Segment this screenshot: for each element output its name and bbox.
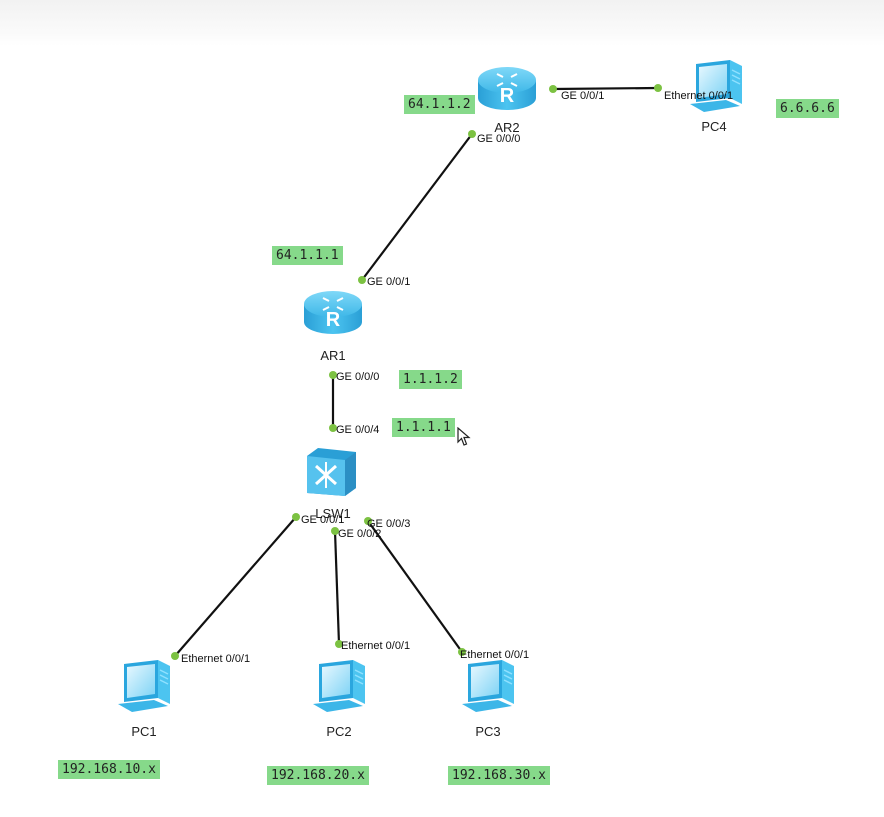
switch-icon (307, 448, 356, 496)
port-label: GE 0/0/1 (301, 514, 344, 526)
port-dot (549, 85, 557, 93)
port-label: Ethernet 0/0/1 (181, 653, 250, 665)
pc-icon (117, 659, 171, 713)
port-label: Ethernet 0/0/1 (460, 649, 529, 661)
port-dot (292, 513, 300, 521)
pc-icon (312, 659, 366, 713)
link-ar1-ar2[interactable] (361, 133, 473, 281)
port-label: GE 0/0/0 (477, 133, 520, 145)
pc-pc3[interactable]: PC3 (461, 659, 515, 739)
ip-tag-pc2[interactable]: 192.168.20.x (267, 766, 369, 785)
link-lsw1-pc1[interactable] (174, 516, 297, 657)
ip-tag-pc3[interactable]: 192.168.30.x (448, 766, 550, 785)
device-label-pc2: PC2 (326, 724, 351, 739)
link-ar2-pc4[interactable] (552, 86, 659, 91)
mouse-pointer-icon (457, 427, 471, 446)
port-label: GE 0/0/1 (561, 90, 604, 102)
pc-pc1[interactable]: PC1 (117, 659, 171, 739)
port-label: GE 0/0/3 (367, 518, 410, 530)
device-label-pc4: PC4 (701, 119, 726, 134)
device-label-pc3: PC3 (475, 724, 500, 739)
link-lsw1-pc2[interactable] (333, 530, 341, 645)
router-icon (303, 290, 363, 335)
device-label-ar1: AR1 (320, 348, 345, 363)
port-dot (458, 648, 466, 656)
ip-tag-lsw1[interactable]: 1.1.1.1 (392, 418, 455, 437)
port-label: GE 0/0/1 (367, 276, 410, 288)
top-bar (0, 0, 884, 46)
ip-tag-ar1-wan[interactable]: 64.1.1.1 (272, 246, 343, 265)
router-ar2[interactable]: AR2 (477, 66, 537, 135)
port-dot (364, 517, 372, 525)
pc-pc2[interactable]: PC2 (312, 659, 366, 739)
pc-pc4[interactable]: PC4 (689, 59, 743, 134)
pc-icon (689, 59, 743, 113)
port-label: GE 0/0/4 (336, 424, 379, 436)
router-icon (477, 66, 537, 111)
link-lsw1-pc3[interactable] (367, 520, 463, 653)
ip-tag-ar1-lan[interactable]: 1.1.1.2 (399, 370, 462, 389)
port-dot (358, 276, 366, 284)
port-dot (335, 640, 343, 648)
pc-icon (461, 659, 515, 713)
port-label: Ethernet 0/0/1 (664, 90, 733, 102)
device-label-ar2: AR2 (494, 120, 519, 135)
port-dot (468, 130, 476, 138)
port-dot (329, 371, 337, 379)
port-dot (329, 424, 337, 432)
device-label-pc1: PC1 (131, 724, 156, 739)
port-label: Ethernet 0/0/1 (341, 640, 410, 652)
port-dot (171, 652, 179, 660)
ip-tag-pc1[interactable]: 192.168.10.x (58, 760, 160, 779)
switch-lsw1[interactable]: LSW1 (307, 448, 356, 521)
device-label-lsw1: LSW1 (315, 506, 350, 521)
port-dot (654, 84, 662, 92)
port-dot (331, 527, 339, 535)
router-ar1[interactable]: AR1 (303, 290, 363, 363)
port-label: GE 0/0/0 (336, 371, 379, 383)
ip-tag-ar2[interactable]: 64.1.1.2 (404, 95, 475, 114)
ip-tag-pc4[interactable]: 6.6.6.6 (776, 99, 839, 118)
port-label: GE 0/0/2 (338, 528, 381, 540)
